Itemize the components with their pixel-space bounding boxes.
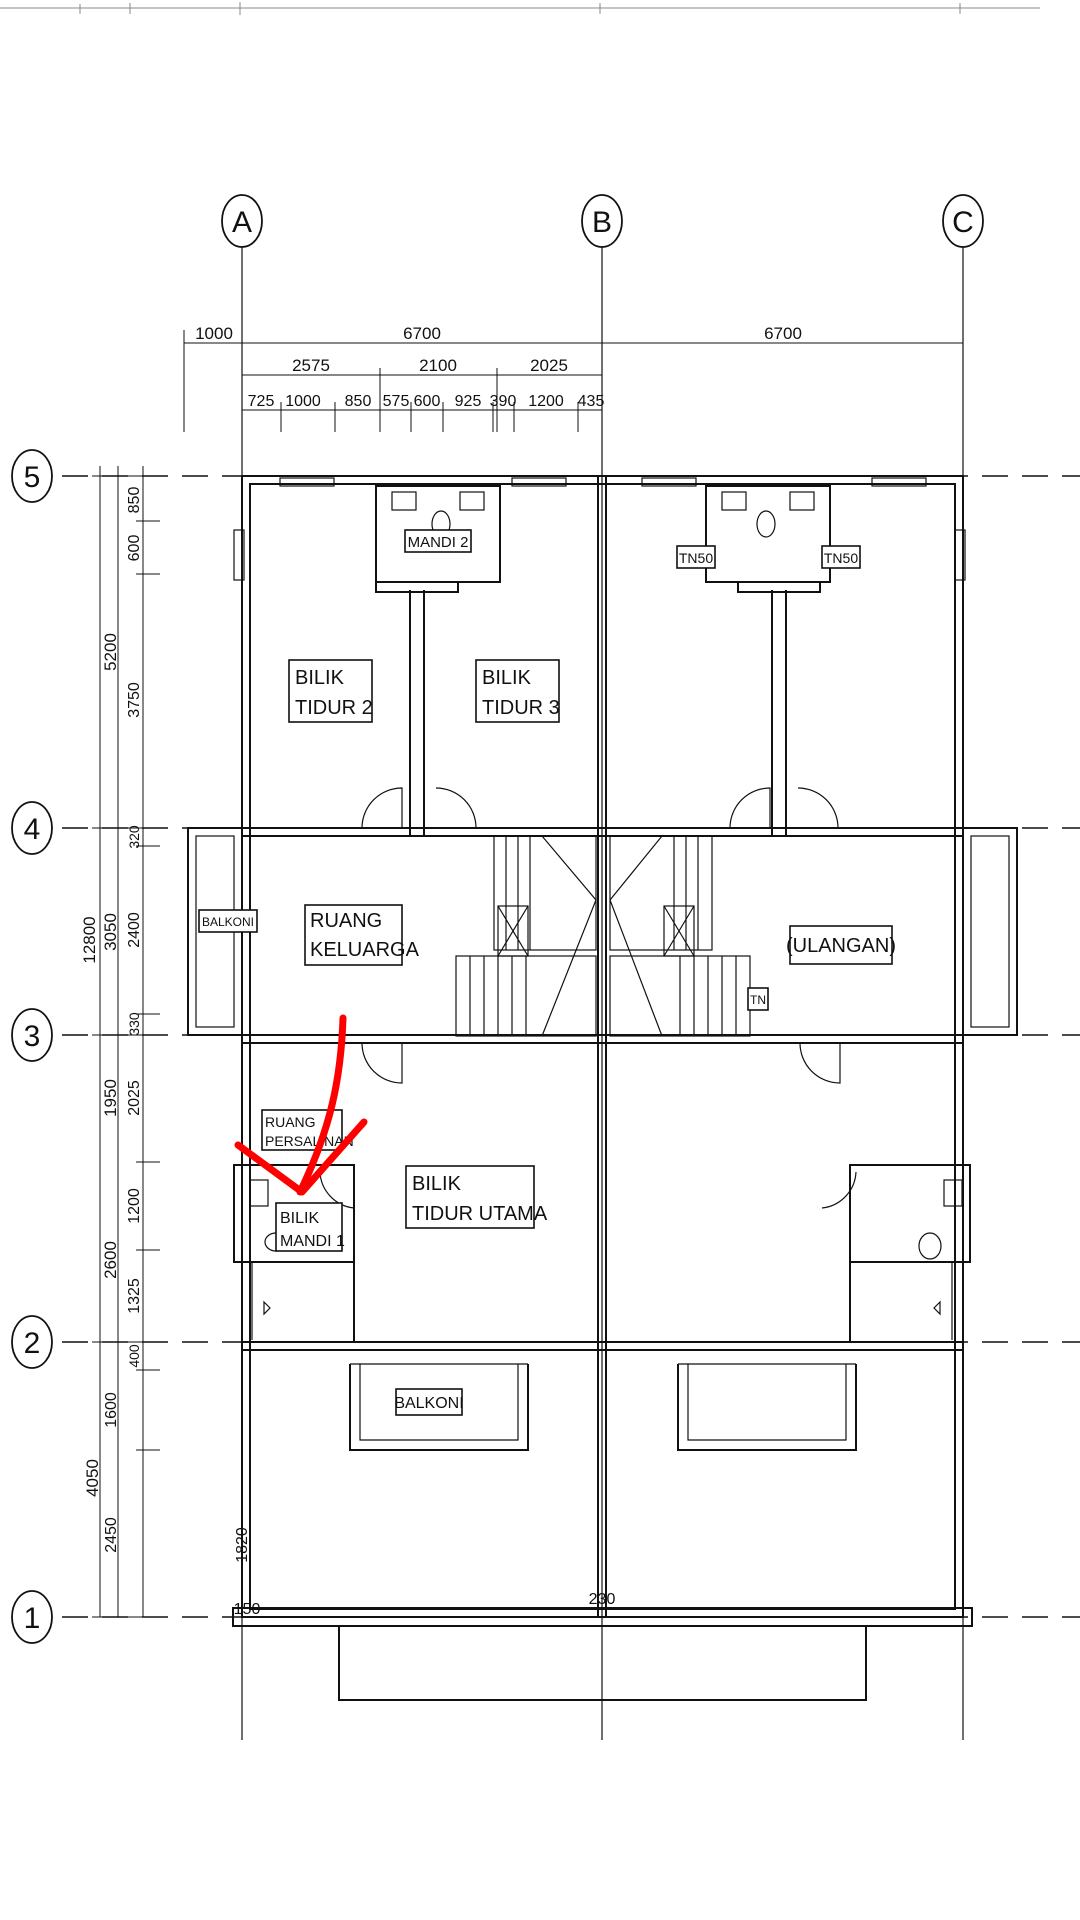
room-label-ruang-keluarga: RUANG KELUARGA [304, 904, 420, 966]
svg-text:KELUARGA: KELUARGA [310, 939, 420, 961]
left-dim-600: 600 [126, 535, 143, 562]
door-swings [319, 787, 857, 1209]
dim-230: 230 [589, 1591, 616, 1608]
svg-text:(ULANGAN): (ULANGAN) [786, 935, 896, 957]
left-dim-2400: 2400 [126, 912, 143, 948]
left-dim-2450: 2450 [103, 1517, 120, 1553]
grid-bubble-1: 1 [11, 1590, 53, 1644]
left-dim-2600: 2600 [101, 1241, 120, 1279]
room-label-tn50-right: TN50 [821, 545, 861, 569]
staircases [455, 835, 751, 1037]
left-dim-1600: 1600 [103, 1392, 120, 1428]
grid-label-2: 2 [24, 1327, 41, 1360]
grid-label-c: C [952, 206, 974, 239]
top-dim-850: 850 [345, 393, 372, 410]
top-dimensions: 1000 6700 6700 2575 2100 2025 725 1000 8… [183, 320, 964, 432]
svg-text:MANDI 1: MANDI 1 [280, 1233, 345, 1250]
left-dim-320: 320 [126, 825, 142, 849]
svg-text:TIDUR UTAMA: TIDUR UTAMA [412, 1203, 548, 1225]
top-dim-725: 725 [248, 393, 275, 410]
grid-label-1: 1 [24, 1602, 41, 1635]
svg-text:BILIK: BILIK [482, 667, 532, 689]
left-dim-400: 400 [126, 1344, 142, 1368]
room-label-bilik-tidur-utama: BILIK TIDUR UTAMA [405, 1165, 548, 1229]
top-windows [233, 477, 966, 581]
upper-bathrooms [375, 485, 831, 583]
svg-text:RUANG: RUANG [310, 910, 382, 932]
grid-bubble-5: 5 [11, 449, 53, 503]
room-label-ulangan: (ULANGAN) [786, 925, 896, 965]
bottom-balcony-walls [349, 1363, 857, 1451]
grid-label-5: 5 [24, 461, 41, 494]
left-dim-2025: 2025 [126, 1080, 143, 1116]
scan-artifact-strip [0, 2, 1040, 15]
left-dim-1200: 1200 [126, 1188, 143, 1224]
grid-bubble-c: C [942, 194, 984, 248]
red-annotation-arrow [234, 1014, 368, 1196]
grid-label-4: 4 [24, 813, 41, 846]
room-label-balkoni-left: BALKONI [198, 909, 258, 933]
grid-bubble-a: A [221, 194, 263, 248]
svg-text:BILIK: BILIK [295, 667, 345, 689]
top-dim-6700-left: 6700 [403, 324, 441, 343]
left-dim-330: 330 [126, 1012, 142, 1036]
left-dimensions: 12800 5200 3050 1950 2600 4050 850 600 3… [80, 466, 160, 1618]
svg-text:TIDUR 2: TIDUR 2 [295, 697, 373, 719]
dim-150: 150 [234, 1601, 261, 1618]
room-label-tn50-left: TN50 [676, 545, 716, 569]
left-dim-5200: 5200 [101, 633, 120, 671]
top-dim-2025: 2025 [530, 356, 568, 375]
left-dim-3750: 3750 [126, 682, 143, 718]
room-label-bilik-mandi-1: BILIK MANDI 1 [275, 1202, 345, 1252]
svg-text:PERSALINAN: PERSALINAN [265, 1133, 354, 1149]
svg-text:TN: TN [750, 993, 766, 1007]
grid-lines [62, 245, 1080, 1740]
top-dim-925: 925 [455, 393, 482, 410]
svg-text:TN50: TN50 [679, 550, 713, 566]
grid-bubble-2: 2 [11, 1315, 53, 1369]
grid-label-3: 3 [24, 1020, 41, 1053]
svg-text:BILIK: BILIK [280, 1210, 319, 1227]
svg-text:BILIK: BILIK [412, 1173, 462, 1195]
grid-bubble-4: 4 [11, 801, 53, 855]
top-dim-1200: 1200 [528, 393, 564, 410]
svg-text:TN50: TN50 [824, 550, 858, 566]
top-dim-575: 575 [383, 393, 410, 410]
svg-text:BALKONI: BALKONI [202, 915, 254, 929]
left-dim-1325: 1325 [126, 1278, 143, 1314]
room-label-bilik-tidur-3: BILIK TIDUR 3 [475, 659, 560, 723]
top-dim-390: 390 [490, 393, 517, 410]
room-label-balkoni-bottom: BALKONI [394, 1388, 464, 1416]
svg-text:RUANG: RUANG [265, 1114, 316, 1130]
svg-text:BALKONI: BALKONI [394, 1395, 463, 1412]
top-dim-2575: 2575 [292, 356, 330, 375]
top-dim-600: 600 [414, 393, 441, 410]
room-label-tn: TN [747, 987, 769, 1011]
left-dim-1950: 1950 [101, 1079, 120, 1117]
outer-walls [232, 475, 973, 1701]
top-dim-6700-right: 6700 [764, 324, 802, 343]
grid-bubble-3: 3 [11, 1008, 53, 1062]
room-label-mandi-2: MANDI 2 [404, 529, 472, 553]
svg-text:TIDUR 3: TIDUR 3 [482, 697, 560, 719]
room-label-bilik-tidur-2: BILIK TIDUR 2 [288, 659, 373, 723]
left-dim-850: 850 [126, 487, 143, 514]
top-dim-2100: 2100 [419, 356, 457, 375]
left-dim-3050: 3050 [101, 913, 120, 951]
top-dim-1000: 1000 [195, 324, 233, 343]
grid-label-b: B [592, 206, 612, 239]
top-dim-1000-b: 1000 [285, 393, 321, 410]
left-dim-12800: 12800 [80, 916, 99, 963]
grid-bubble-b: B [581, 194, 623, 248]
left-dim-4050: 4050 [83, 1459, 102, 1497]
dim-1820: 1820 [234, 1527, 251, 1563]
grid-label-a: A [232, 206, 252, 239]
top-dim-435: 435 [578, 393, 605, 410]
svg-text:MANDI 2: MANDI 2 [408, 534, 469, 551]
